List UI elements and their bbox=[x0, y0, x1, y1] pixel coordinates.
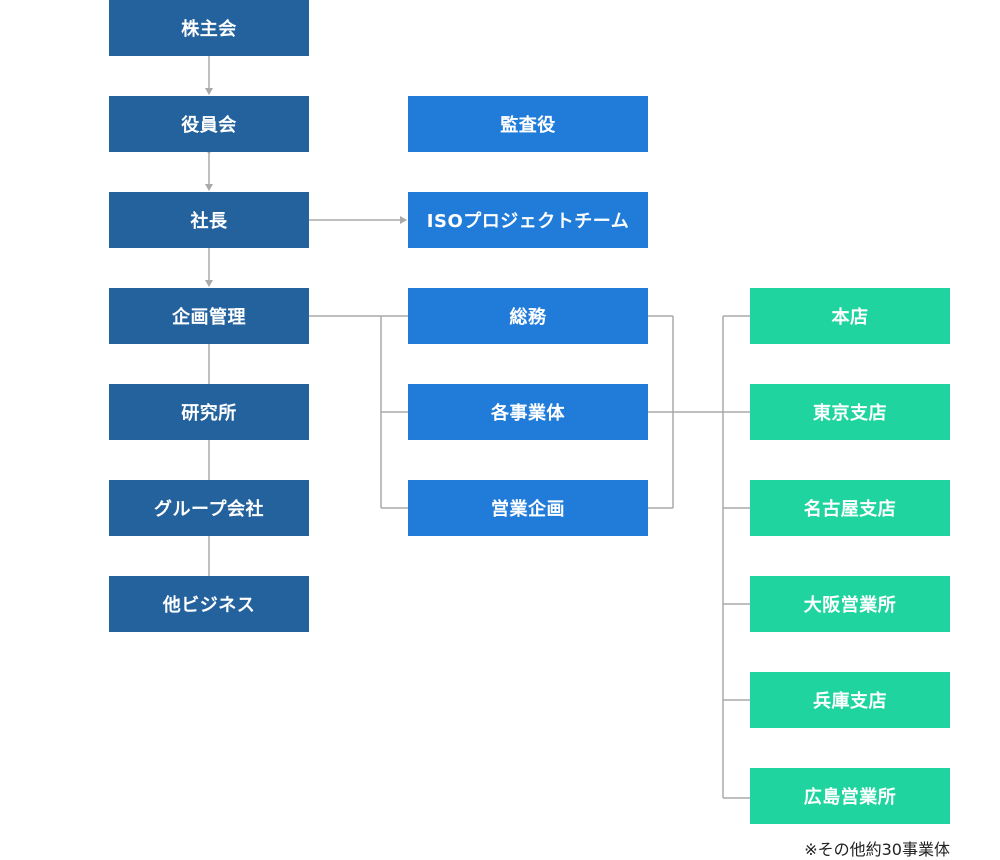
node-president: 社長 bbox=[109, 192, 309, 248]
node-osaka-sales-office: 大阪営業所 bbox=[750, 576, 950, 632]
node-group-companies: グループ会社 bbox=[109, 480, 309, 536]
node-label: 営業企画 bbox=[491, 499, 565, 520]
node-label: 広島営業所 bbox=[803, 787, 897, 808]
node-planning-management: 企画管理 bbox=[109, 288, 309, 344]
node-label: 総務 bbox=[509, 307, 547, 328]
node-label: 社長 bbox=[190, 211, 228, 232]
node-label: 本店 bbox=[831, 307, 869, 328]
node-label: ISOプロジェクトチーム bbox=[426, 211, 630, 232]
node-sales-planning: 営業企画 bbox=[408, 480, 648, 536]
node-business-units: 各事業体 bbox=[408, 384, 648, 440]
node-hiroshima-sales-office: 広島営業所 bbox=[750, 768, 950, 824]
node-nagoya-branch: 名古屋支店 bbox=[750, 480, 950, 536]
node-other-business: 他ビジネス bbox=[109, 576, 309, 632]
node-label: 他ビジネス bbox=[162, 595, 256, 616]
node-label: 大阪営業所 bbox=[803, 595, 897, 616]
node-label: 研究所 bbox=[181, 403, 237, 424]
node-board-of-directors: 役員会 bbox=[109, 96, 309, 152]
node-label: グループ会社 bbox=[154, 499, 264, 520]
node-label: 各事業体 bbox=[491, 403, 565, 424]
node-shareholders-meeting: 株主会 bbox=[109, 0, 309, 56]
node-label: 兵庫支店 bbox=[813, 691, 887, 712]
node-label: 役員会 bbox=[181, 115, 237, 136]
node-hyogo-branch: 兵庫支店 bbox=[750, 672, 950, 728]
node-tokyo-branch: 東京支店 bbox=[750, 384, 950, 440]
node-label: 名古屋支店 bbox=[803, 499, 897, 520]
node-general-affairs: 総務 bbox=[408, 288, 648, 344]
node-auditor: 監査役 bbox=[408, 96, 648, 152]
node-label: 東京支店 bbox=[813, 403, 887, 424]
node-label: 株主会 bbox=[181, 19, 237, 40]
node-label: 企画管理 bbox=[172, 307, 246, 328]
node-label: 監査役 bbox=[500, 115, 556, 136]
footnote: ※その他約30事業体 bbox=[804, 840, 950, 859]
node-head-office: 本店 bbox=[750, 288, 950, 344]
node-iso-project-team: ISOプロジェクトチーム bbox=[408, 192, 648, 248]
node-research-lab: 研究所 bbox=[109, 384, 309, 440]
